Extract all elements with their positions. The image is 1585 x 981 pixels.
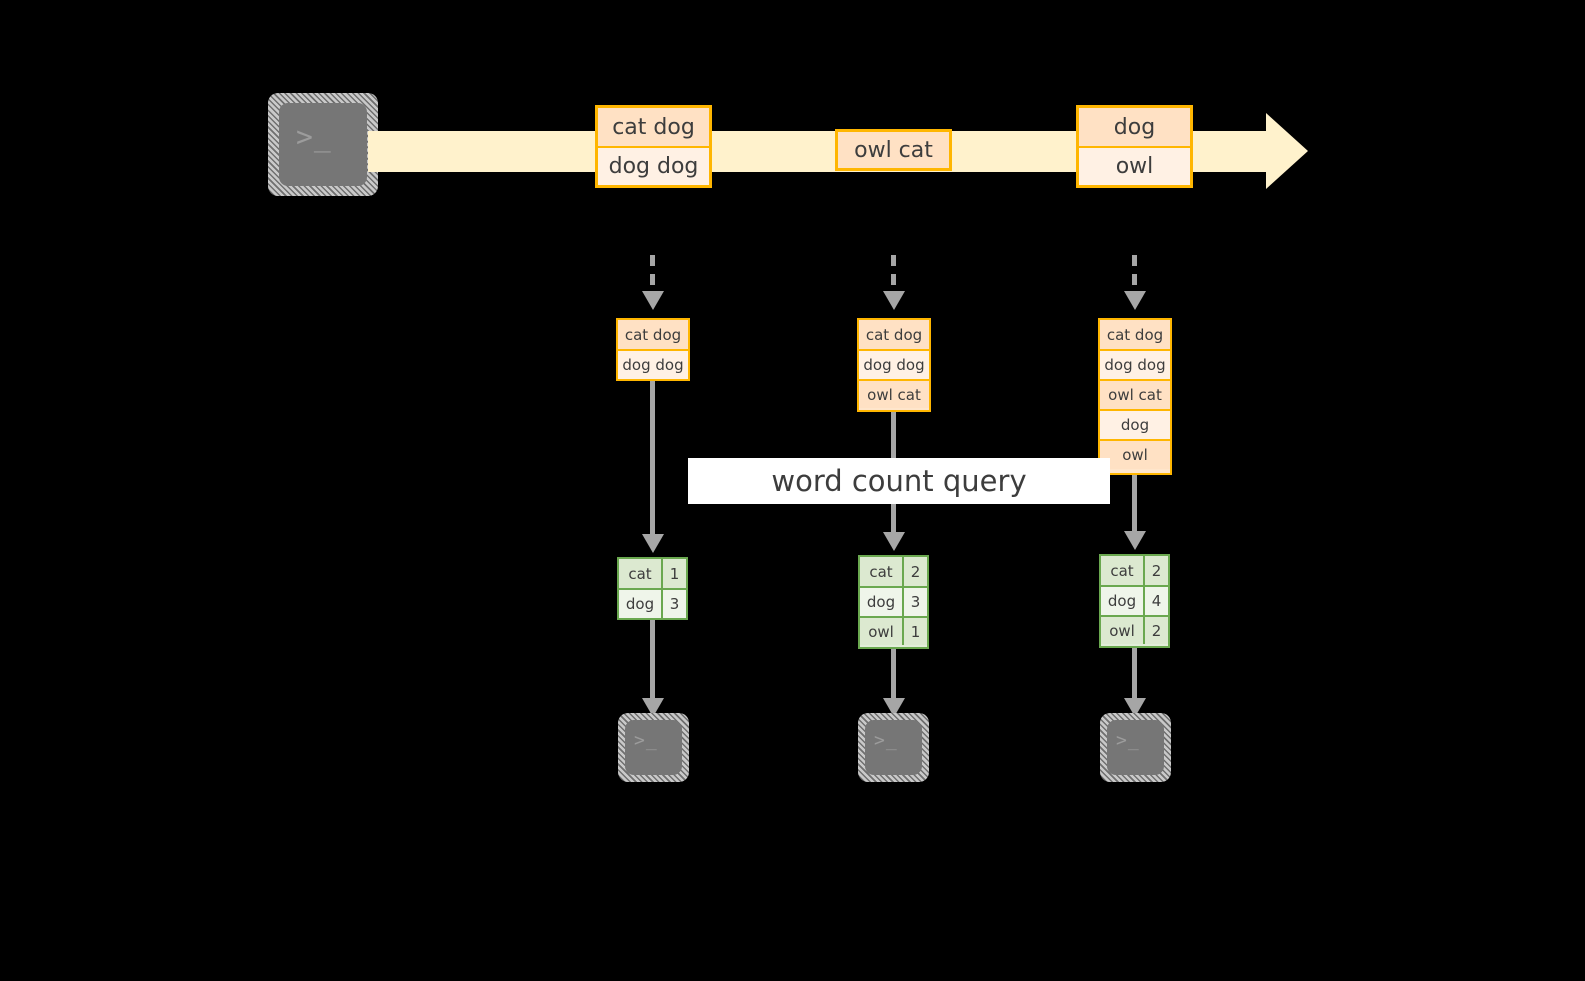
- query-label: word count query: [688, 458, 1110, 504]
- batch-1-accumulated-box: cat dog dog dog: [616, 318, 690, 381]
- terminal-prompt-glyph: >_: [634, 730, 658, 751]
- result-count: 1: [663, 559, 686, 588]
- table-row: cat 2: [860, 557, 927, 586]
- result-word: owl: [860, 618, 904, 645]
- table-row: owl 2: [1101, 615, 1168, 644]
- result-count: 2: [904, 557, 927, 586]
- batch-3-input-arrow-head: [1124, 291, 1146, 310]
- batch-3-accumulated-box: cat dog dog dog owl cat dog owl: [1098, 318, 1172, 475]
- terminal-prompt-glyph: >_: [296, 120, 332, 153]
- accumulated-line: owl cat: [859, 379, 929, 408]
- batch-1-input-arrow-line: [650, 255, 655, 293]
- batch-3-output-arrow-line: [1132, 648, 1137, 700]
- result-count: 3: [663, 590, 686, 618]
- accumulated-line: owl cat: [1100, 379, 1170, 409]
- batch-2-sink-terminal-icon: >_: [858, 713, 929, 782]
- stream-message-3: dog owl: [1076, 105, 1193, 188]
- batch-3-sink-terminal-icon: >_: [1100, 713, 1171, 782]
- stream-message-line: owl cat: [838, 132, 949, 168]
- batch-1-output-arrow-head: [642, 698, 664, 717]
- accumulated-line: cat dog: [1100, 320, 1170, 349]
- result-word: dog: [619, 590, 663, 618]
- batch-2-output-arrow-line: [891, 649, 896, 700]
- terminal-prompt-glyph: >_: [1116, 730, 1140, 751]
- batch-2-accumulated-box: cat dog dog dog owl cat: [857, 318, 931, 412]
- batch-3-input-arrow-line: [1132, 255, 1137, 293]
- stream-message-line: cat dog: [598, 108, 709, 146]
- batch-2-output-arrow-head: [883, 698, 905, 717]
- stream-message-line: owl: [1079, 146, 1190, 185]
- result-count: 1: [904, 618, 927, 645]
- batch-1-output-arrow-line: [650, 620, 655, 700]
- batch-1-query-arrow-head: [642, 534, 664, 553]
- result-word: cat: [860, 557, 904, 586]
- batch-1-query-arrow-line: [650, 381, 655, 536]
- result-word: cat: [1101, 556, 1145, 585]
- batch-3-query-arrow-line: [1132, 475, 1137, 533]
- terminal-body: [625, 720, 682, 775]
- terminal-body: [1107, 720, 1164, 775]
- table-row: dog 3: [619, 588, 686, 618]
- accumulated-line: cat dog: [859, 320, 929, 349]
- result-count: 2: [1145, 617, 1168, 644]
- accumulated-line: dog dog: [1100, 349, 1170, 379]
- table-row: dog 3: [860, 586, 927, 616]
- batch-3-result-table: cat 2 dog 4 owl 2: [1099, 554, 1170, 648]
- batch-1-sink-terminal-icon: >_: [618, 713, 689, 782]
- batch-2-input-arrow-head: [883, 291, 905, 310]
- batch-3-output-arrow-head: [1124, 698, 1146, 717]
- result-count: 3: [904, 588, 927, 616]
- result-word: owl: [1101, 617, 1145, 644]
- result-count: 4: [1145, 587, 1168, 615]
- accumulated-line: dog: [1100, 409, 1170, 439]
- result-word: dog: [860, 588, 904, 616]
- result-count: 2: [1145, 556, 1168, 585]
- batch-1-input-arrow-head: [642, 291, 664, 310]
- accumulated-line: dog dog: [618, 349, 688, 379]
- result-word: cat: [619, 559, 663, 588]
- stream-message-line: dog: [1079, 108, 1190, 146]
- stream-message-2: owl cat: [835, 129, 952, 171]
- table-row: owl 1: [860, 616, 927, 645]
- table-row: dog 4: [1101, 585, 1168, 615]
- stream-message-1: cat dog dog dog: [595, 105, 712, 188]
- source-terminal-icon: >_: [268, 93, 378, 196]
- table-row: cat 1: [619, 559, 686, 588]
- batch-2-query-arrow-head: [883, 532, 905, 551]
- accumulated-line: owl: [1100, 439, 1170, 469]
- terminal-body: [279, 103, 367, 186]
- table-row: cat 2: [1101, 556, 1168, 585]
- stream-arrow-head: [1266, 113, 1308, 189]
- batch-2-input-arrow-line: [891, 255, 896, 293]
- accumulated-line: cat dog: [618, 320, 688, 349]
- batch-3-query-arrow-head: [1124, 531, 1146, 550]
- terminal-prompt-glyph: >_: [874, 730, 898, 751]
- batch-1-result-table: cat 1 dog 3: [617, 557, 688, 620]
- accumulated-line: dog dog: [859, 349, 929, 379]
- batch-2-result-table: cat 2 dog 3 owl 1: [858, 555, 929, 649]
- terminal-body: [865, 720, 922, 775]
- result-word: dog: [1101, 587, 1145, 615]
- stream-message-line: dog dog: [598, 146, 709, 185]
